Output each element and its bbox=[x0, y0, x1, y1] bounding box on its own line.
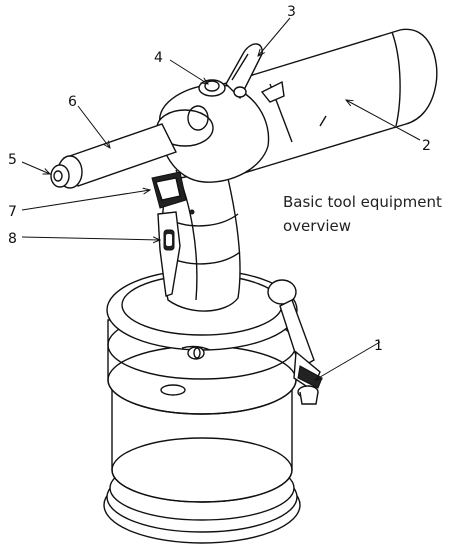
trigger bbox=[157, 211, 181, 297]
tool-head bbox=[156, 28, 438, 183]
callout-4: 4 bbox=[154, 50, 163, 66]
callout-3: 3 bbox=[287, 4, 296, 20]
release-button bbox=[151, 171, 187, 209]
callout-5: 5 bbox=[8, 152, 17, 168]
callout-6: 6 bbox=[68, 94, 77, 110]
base-housing bbox=[103, 269, 301, 544]
leader-lines bbox=[21, 17, 421, 380]
callout-1: 1 bbox=[374, 338, 383, 354]
callout-8: 8 bbox=[8, 231, 17, 247]
callout-7: 7 bbox=[8, 204, 17, 220]
handle bbox=[161, 169, 241, 312]
nose-assembly bbox=[50, 123, 177, 189]
figure-caption: Basic tool equipment overview bbox=[283, 190, 468, 238]
caption-line-1: Basic tool equipment bbox=[283, 193, 442, 211]
caption-line-2: overview bbox=[283, 217, 351, 235]
callout-2: 2 bbox=[422, 138, 431, 154]
